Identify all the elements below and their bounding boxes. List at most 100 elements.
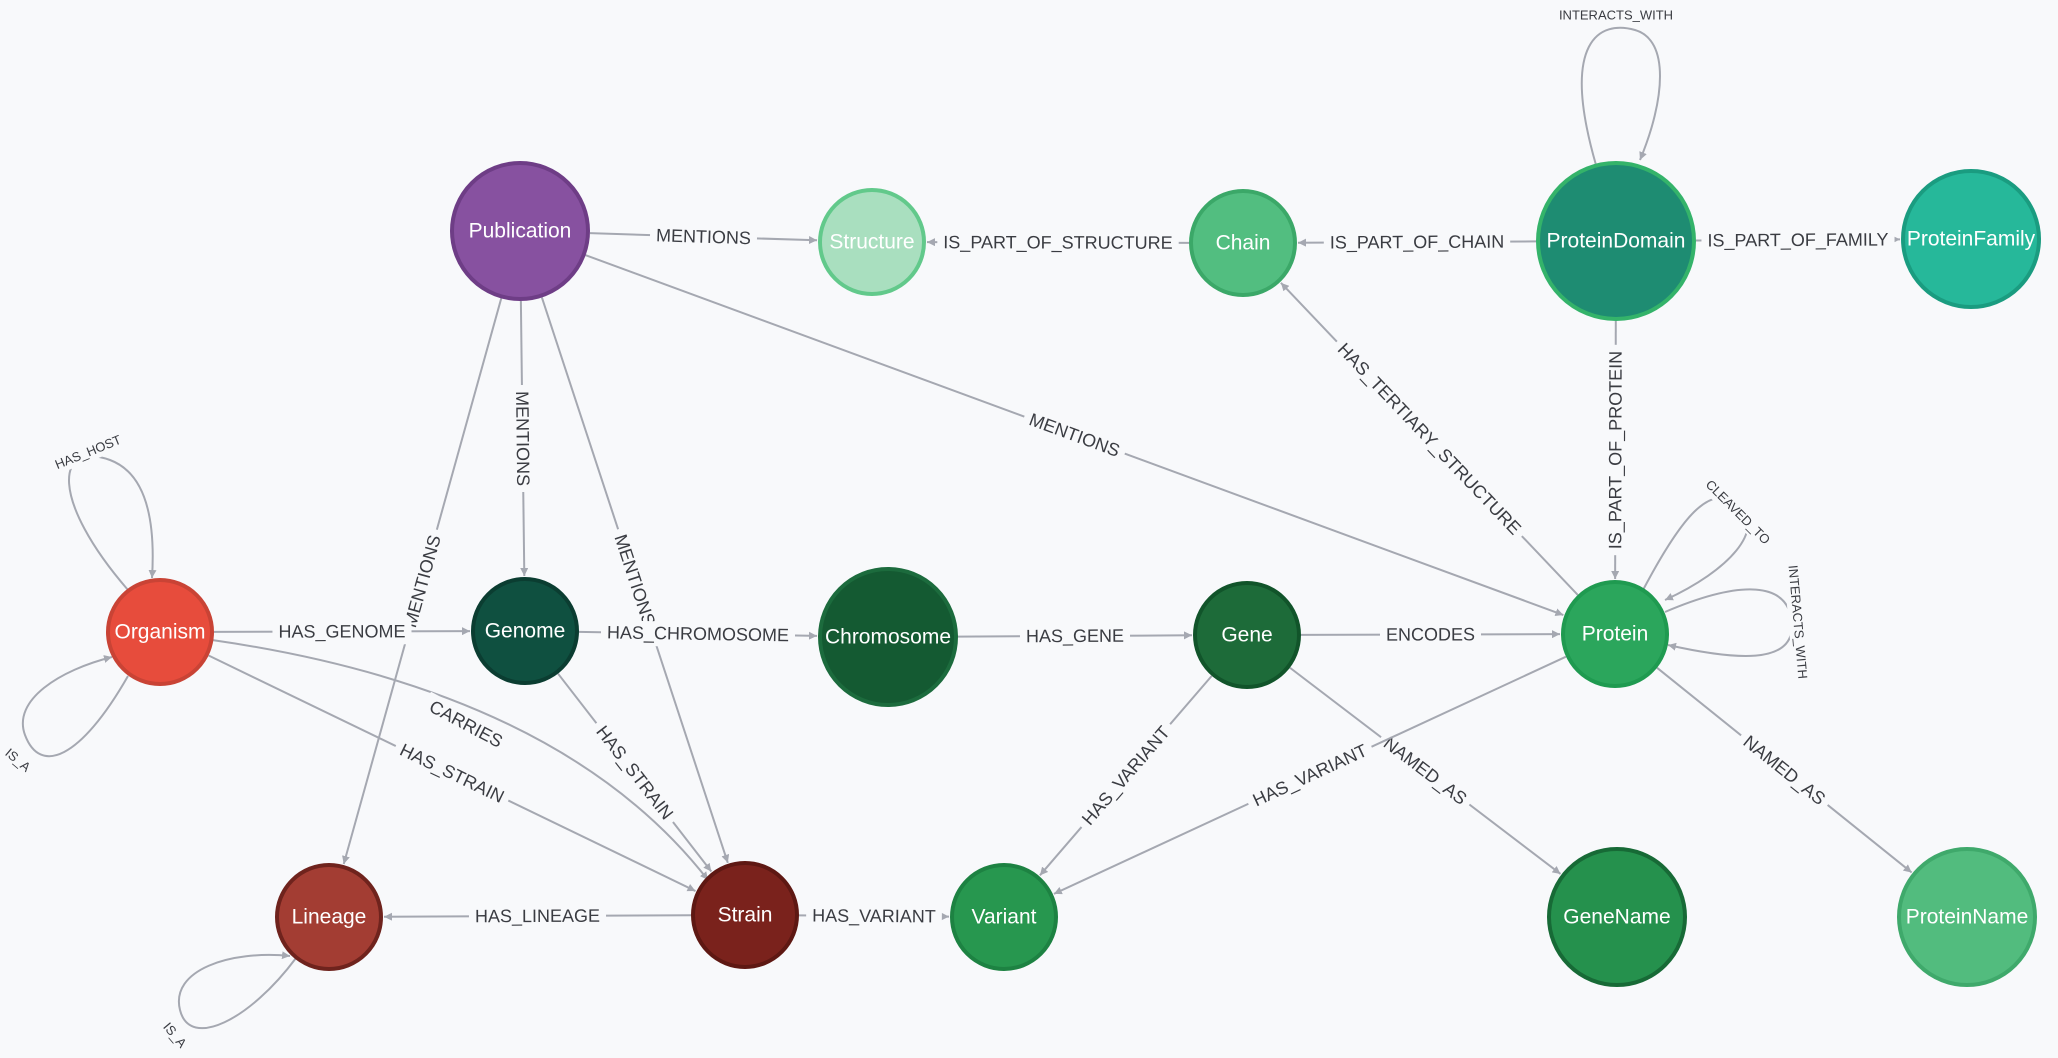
edge-genome-strain[interactable]: HAS_STRAIN (557, 673, 713, 873)
node-circle (471, 577, 579, 685)
edge-label-bg (606, 525, 663, 635)
edge-label-bg (1379, 622, 1482, 647)
edge-line (1580, 26, 1661, 166)
edge-label: MENTIONS (656, 225, 752, 248)
node-protein-domain[interactable]: ProteinDomain (1536, 161, 1696, 321)
edge-chain-structure[interactable]: IS_PART_OF_STRUCTURE (926, 230, 1190, 256)
node-organism[interactable]: Organism (106, 578, 214, 686)
edge-label-bg (1552, 5, 1680, 25)
edge-label-group: MENTIONS (1020, 405, 1129, 465)
edge-label-group: HAS_GENE (1019, 623, 1131, 650)
edge-label-group: HAS_HOST (46, 427, 130, 477)
edge-label-bg (1603, 344, 1629, 556)
edge-label-bg (468, 903, 607, 930)
edge-strain-lineage[interactable]: HAS_LINEAGE (383, 903, 692, 930)
edge-pub-structure[interactable]: MENTIONS (589, 223, 818, 251)
node-chain[interactable]: Chain (1189, 189, 1297, 297)
node-protein-name[interactable]: ProteinName (1897, 847, 2037, 987)
edge-domain-interacts[interactable]: INTERACTS_WITH (1552, 5, 1680, 166)
node-label: Variant (972, 906, 1037, 929)
edge-label-bg (1327, 333, 1531, 546)
edge-protein-cleaved[interactable]: CLEAVED_TO (1642, 471, 1779, 601)
edge-label-bg (1697, 471, 1779, 553)
edge-gene-variant[interactable]: HAS_VARIANT (1039, 675, 1213, 876)
edge-label-group: NAMED_AS (1373, 727, 1477, 815)
node-structure[interactable]: Structure (818, 188, 926, 296)
edge-protein-proteinname[interactable]: NAMED_AS (1656, 667, 1913, 874)
node-strain[interactable]: Strain (691, 861, 799, 969)
edge-label-bg (1732, 726, 1836, 816)
edge-label-group: HAS_VARIANT (1072, 716, 1180, 836)
edge-line (1664, 588, 1794, 657)
edge-label-bg (1019, 623, 1131, 650)
edge-label-group: IS_PART_OF_CHAIN (1323, 229, 1511, 256)
edge-label: CLEAVED_TO (1703, 477, 1774, 548)
edge-label-bg (1373, 727, 1477, 815)
node-protein-family[interactable]: ProteinFamily (1901, 169, 2041, 309)
edge-protein-chain[interactable]: HAS_TERTIARY_STRUCTURE (1280, 282, 1579, 596)
edge-label-group: MENTIONS (509, 384, 536, 493)
edge-label-group: IS_PART_OF_STRUCTURE (937, 230, 1179, 256)
edge-label: ENCODES (1386, 624, 1475, 644)
node-protein[interactable]: Protein (1561, 580, 1669, 688)
edge-domain-protein[interactable]: IS_PART_OF_PROTEIN (1603, 320, 1629, 580)
edge-label: HAS_VARIANT (812, 906, 936, 928)
node-publication[interactable]: Publication (450, 161, 590, 301)
edge-label-bg (0, 739, 40, 781)
edge-label-group: CARRIES (419, 691, 513, 757)
edge-label-bg (390, 735, 514, 813)
node-circle (1547, 847, 1687, 987)
edge-label: HAS_GENE (1026, 626, 1124, 648)
edge-lineage-isa[interactable]: IS_A (154, 951, 297, 1057)
edge-label: HAS_CHROMOSOME (607, 622, 789, 646)
edge-label-bg (1701, 227, 1895, 254)
node-genome[interactable]: Genome (471, 577, 579, 685)
edge-label-group: HAS_LINEAGE (468, 903, 607, 930)
node-label: Genome (485, 620, 566, 643)
edge-label-bg (154, 1013, 196, 1057)
edge-label-group: IS_A (0, 739, 40, 781)
node-circle (950, 863, 1058, 971)
edge-label-bg (272, 619, 412, 645)
edge-label-group: HAS_TERTIARY_STRUCTURE (1327, 333, 1531, 546)
edge-label: IS_PART_OF_STRUCTURE (943, 232, 1172, 254)
edge-organism-isa[interactable]: IS_A (0, 655, 129, 781)
node-lineage[interactable]: Lineage (275, 863, 383, 971)
edge-protein-interacts[interactable]: INTERACTS_WITH (1664, 558, 1813, 686)
node-gene[interactable]: Gene (1193, 581, 1301, 689)
edge-label-bg (509, 384, 536, 493)
node-label: ProteinName (1906, 906, 2029, 929)
node-circle (1901, 169, 2041, 309)
edge-label-group: HAS_VARIANT (1243, 735, 1377, 816)
node-variant[interactable]: Variant (950, 863, 1058, 971)
edge-label-bg (419, 691, 513, 757)
edge-label-group: MENTIONS (649, 223, 758, 251)
edge-label: HAS_GENOME (278, 621, 405, 642)
edge-label-group: CLEAVED_TO (1697, 471, 1779, 553)
edge-line (68, 455, 157, 591)
node-circle (1561, 580, 1669, 688)
node-label: Structure (829, 231, 914, 254)
node-label: ProteinFamily (1907, 228, 2036, 251)
node-label: GeneName (1563, 906, 1670, 929)
edge-line (22, 655, 129, 758)
edge-strain-variant[interactable]: HAS_VARIANT (798, 903, 950, 930)
edge-label-group: HAS_STRAIN (586, 715, 683, 830)
edge-pub-genome[interactable]: MENTIONS (509, 300, 536, 577)
edge-label-bg (649, 223, 758, 251)
edge-domain-family[interactable]: IS_PART_OF_FAMILY (1695, 227, 1901, 254)
edge-chromosome-gene[interactable]: HAS_GENE (957, 623, 1193, 650)
node-chromosome[interactable]: Chromosome (818, 567, 958, 707)
node-label: Lineage (292, 906, 367, 929)
node-circle (818, 567, 958, 707)
node-gene-name[interactable]: GeneName (1547, 847, 1687, 987)
edge-label-bg (1072, 716, 1180, 836)
edge-gene-protein[interactable]: ENCODES (1300, 622, 1561, 647)
edge-label-group: HAS_GENOME (272, 619, 412, 645)
edge-domain-chain[interactable]: IS_PART_OF_CHAIN (1297, 229, 1537, 256)
edge-organism-host[interactable]: HAS_HOST (46, 427, 157, 591)
edge-label-bg (1783, 558, 1813, 686)
edge-organism-genome[interactable]: HAS_GENOME (213, 619, 471, 645)
edge-genome-chromosome[interactable]: HAS_CHROMOSOME (578, 620, 818, 649)
